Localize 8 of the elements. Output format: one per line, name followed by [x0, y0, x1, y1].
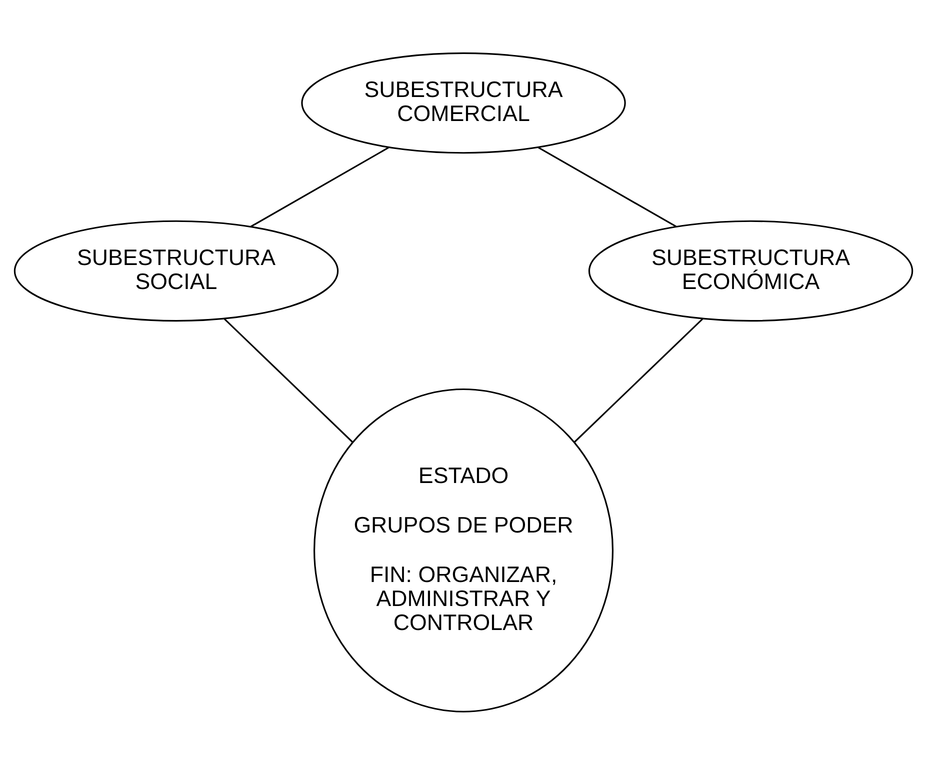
connector: [574, 318, 704, 442]
node-ellipse: SUBESTRUCTURA COMERCIAL: [301, 52, 626, 154]
connector: [250, 146, 390, 227]
node-ellipse: SUBESTRUCTURA SOCIAL: [14, 220, 339, 322]
node-ellipse: SUBESTRUCTURA ECONÓMICA: [588, 220, 914, 322]
node-circle: ESTADO GRUPOS DE PODER FIN: ORGANIZAR, ADMINISTRAR Y CONTROLAR: [314, 388, 614, 712]
connector: [538, 146, 677, 227]
connector: [224, 318, 354, 442]
